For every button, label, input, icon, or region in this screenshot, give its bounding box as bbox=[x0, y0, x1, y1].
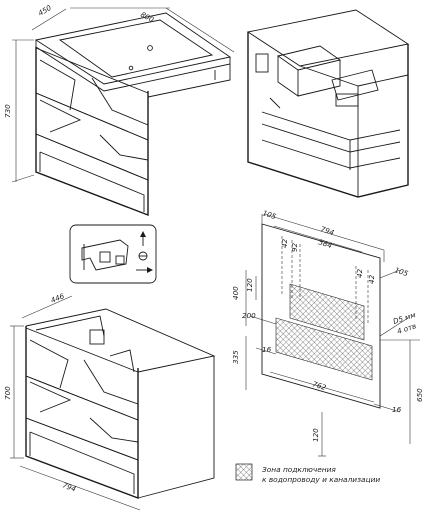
dim-42-b: 42 bbox=[355, 268, 364, 278]
dim-width-bottom: 794 bbox=[61, 480, 77, 493]
dim-42-c: 42 bbox=[367, 274, 376, 284]
dim-height-bottom: 700 bbox=[3, 386, 12, 400]
dim-335: 335 bbox=[231, 350, 240, 364]
dim-depth-bottom: 446 bbox=[49, 291, 65, 305]
dim-42-a: 42 bbox=[280, 238, 289, 248]
dim-584: 584 bbox=[317, 237, 333, 250]
dim-200: 200 bbox=[242, 311, 256, 320]
hinge-detail bbox=[69, 224, 157, 284]
dim-400: 400 bbox=[231, 286, 240, 300]
dim-16-right: 16 bbox=[392, 405, 402, 414]
dim-height-top: 730 bbox=[3, 104, 12, 118]
cabinet-view-top-right bbox=[246, 9, 410, 198]
dim-120-bottom: 120 bbox=[311, 428, 320, 442]
dim-650: 650 bbox=[415, 388, 424, 402]
legend bbox=[235, 463, 253, 481]
legend-line-1: Зона подключения bbox=[262, 465, 336, 474]
cabinet-view-top-left bbox=[11, 7, 235, 217]
dim-105-right: 105 bbox=[393, 265, 409, 278]
dim-762: 762 bbox=[311, 379, 327, 392]
dim-92: 92 bbox=[290, 242, 299, 252]
dim-794: 794 bbox=[319, 224, 335, 237]
cabinet-view-bottom-left bbox=[10, 295, 216, 511]
dim-120-left: 120 bbox=[245, 278, 254, 292]
connection-plan bbox=[245, 213, 420, 457]
arrow-right-icon bbox=[136, 267, 153, 273]
hinge-icon bbox=[138, 251, 148, 261]
dim-105-left: 105 bbox=[261, 208, 277, 221]
dim-16-left: 16 bbox=[262, 345, 272, 354]
arrow-up-icon bbox=[140, 231, 146, 246]
legend-line-2: к водопроводу и канализации bbox=[262, 475, 380, 484]
dim-depth-top: 450 bbox=[37, 3, 54, 18]
